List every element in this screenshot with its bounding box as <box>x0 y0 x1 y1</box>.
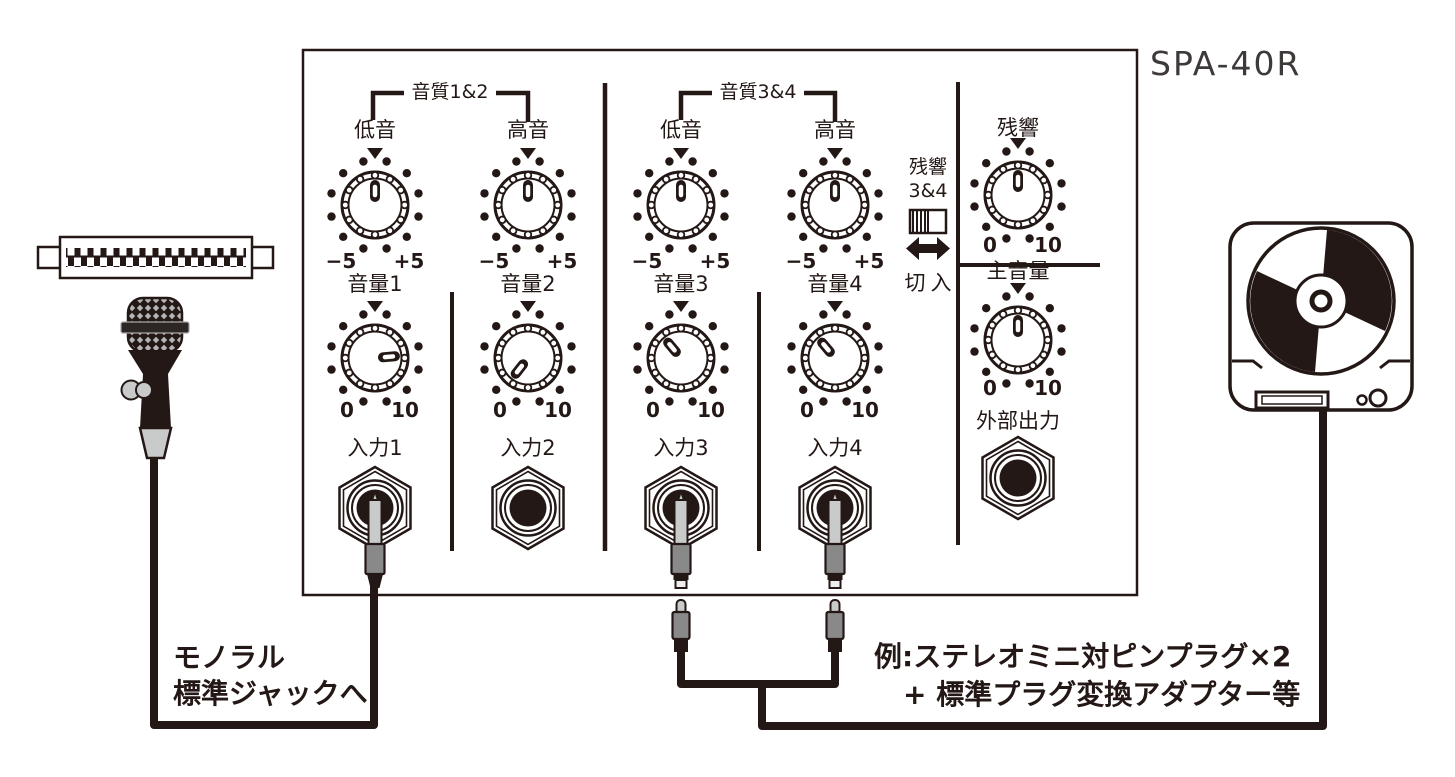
svg-text:10: 10 <box>1034 233 1062 257</box>
tone3-label: 低音 <box>660 118 702 142</box>
volume1-label: 音量1 <box>347 272 402 296</box>
phone-plug-input1 <box>364 490 386 576</box>
tone-knob-1 <box>325 146 425 255</box>
svg-text:−5: −5 <box>326 249 357 273</box>
input3-jack <box>644 465 718 589</box>
harmonica-holes <box>66 248 246 267</box>
cd-player-cable <box>758 407 1327 730</box>
svg-text:0: 0 <box>800 398 814 422</box>
reverb-switch-block: 残響 3&4 切 入 <box>905 156 952 295</box>
master-knob-label: 主音量 <box>987 259 1050 283</box>
cd-player-illustration <box>1228 221 1414 412</box>
adapter-plug-input3 <box>670 490 692 576</box>
mixer-panel: 音質1&2 音質3&4 低音 −5 +5 高音 −5 +5 低音 −5 +5 高… <box>301 48 1139 597</box>
input4-jack <box>798 465 872 589</box>
tone-knob-2 <box>478 146 578 255</box>
adapter-plug-input4 <box>824 490 846 576</box>
mic-note-line1: モノラル <box>173 641 285 674</box>
microphone-cable <box>150 456 378 729</box>
mic-tail <box>138 426 173 460</box>
tone-knob-3 <box>631 146 731 255</box>
volume-knob-1 <box>325 299 425 408</box>
switch-off-label: 切 <box>905 271 926 295</box>
volume-knob-4 <box>785 299 885 408</box>
rca-plug-right <box>825 598 845 654</box>
mic-note-line2: 標準ジャックへ <box>173 677 368 710</box>
reverb-switch-label-1: 残響 <box>909 156 947 178</box>
rca-y-cable <box>677 651 839 688</box>
svg-text:10: 10 <box>1034 376 1062 400</box>
svg-text:0: 0 <box>646 398 660 422</box>
tone-group-label-2: 音質3&4 <box>720 81 797 103</box>
volume3-label: 音量3 <box>653 272 708 296</box>
svg-text:−5: −5 <box>632 249 663 273</box>
reverb-switch-label-2: 3&4 <box>909 180 948 202</box>
svg-text:10: 10 <box>391 398 419 422</box>
cd-note-line1: 例:ステレオミニ対ピンプラグ×2 <box>874 640 1291 673</box>
svg-text:+5: +5 <box>394 249 425 273</box>
tone-group-label-1: 音質1&2 <box>412 81 489 103</box>
input2-label: 入力2 <box>500 436 555 460</box>
double-arrow-icon <box>906 237 950 260</box>
volume-knob-2 <box>478 299 578 408</box>
svg-text:10: 10 <box>544 398 572 422</box>
svg-text:10: 10 <box>697 398 725 422</box>
svg-text:−5: −5 <box>479 249 510 273</box>
svg-text:10: 10 <box>851 398 879 422</box>
rca-plug-left <box>671 598 691 654</box>
svg-text:0: 0 <box>340 398 354 422</box>
microphone-illustration <box>120 296 190 460</box>
svg-text:+5: +5 <box>700 249 731 273</box>
master-volume-knob <box>968 281 1068 390</box>
tone1-label: 低音 <box>354 118 396 142</box>
volume-knob-3 <box>631 299 731 408</box>
mic-band <box>120 321 190 334</box>
ext-output-label: 外部出力 <box>976 409 1060 433</box>
volume4-label: 音量4 <box>807 272 862 296</box>
cd-note-line2: + 標準プラグ変換アダプター等 <box>903 678 1300 711</box>
harmonica-illustration <box>36 235 275 280</box>
model-number: SPA-40R <box>1150 44 1301 83</box>
switch-on-label: 入 <box>931 271 952 295</box>
cd-button-small <box>1356 394 1368 406</box>
tone4-label: 高音 <box>814 118 856 142</box>
svg-text:0: 0 <box>983 233 997 257</box>
reverb-knob <box>968 136 1068 245</box>
svg-text:0: 0 <box>493 398 507 422</box>
reverb-knob-label: 残響 <box>997 116 1039 140</box>
input4-label: 入力4 <box>807 436 862 460</box>
input3-label: 入力3 <box>653 436 708 460</box>
tone-knob-4 <box>785 146 885 255</box>
svg-text:+5: +5 <box>547 249 578 273</box>
svg-text:+5: +5 <box>854 249 885 273</box>
svg-text:0: 0 <box>983 376 997 400</box>
volume2-label: 音量2 <box>500 272 555 296</box>
input1-label: 入力1 <box>347 436 402 460</box>
svg-text:−5: −5 <box>786 249 817 273</box>
tone2-label: 高音 <box>507 118 549 142</box>
cd-button-large <box>1368 388 1388 408</box>
